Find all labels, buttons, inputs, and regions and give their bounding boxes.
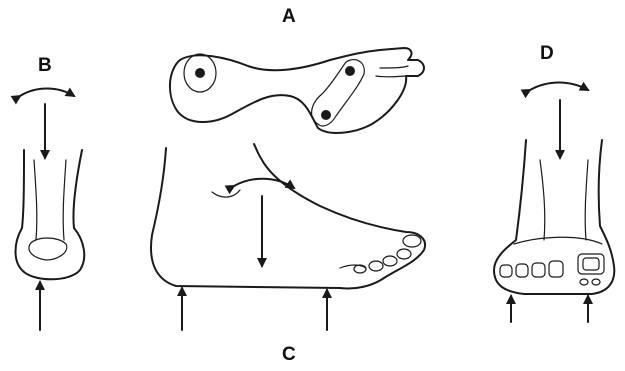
footprint-outline-view-a [170, 48, 424, 133]
label-b: B [38, 55, 52, 77]
toe-2 [397, 249, 411, 259]
label-d: D [540, 43, 554, 65]
first-metatarsal-contact-dot [345, 66, 355, 76]
heel-contact-dot [195, 68, 205, 78]
toe-3 [383, 256, 397, 266]
metatarsal-head-1 [578, 254, 604, 274]
rotation-arrow-b [20, 89, 74, 97]
toe-1 [403, 235, 421, 247]
label-a: A [282, 6, 296, 28]
front-view-d [494, 83, 614, 323]
sesamoid-medial [592, 279, 600, 285]
metatarsal-head-1-inner [583, 258, 599, 270]
metatarsal-head-5 [500, 265, 512, 277]
rear-view-b [16, 89, 85, 331]
label-c: C [282, 344, 296, 366]
toe-5 [354, 265, 366, 273]
toe-4 [369, 261, 383, 271]
sesamoid-lateral [580, 279, 588, 285]
side-view-c [151, 144, 425, 330]
metatarsal-head-3 [532, 263, 545, 277]
forefoot-contact-ring [312, 60, 365, 126]
metatarsal-head-4 [516, 264, 528, 277]
rotation-arrow-c [234, 179, 294, 188]
fifth-metatarsal-contact-dot [321, 110, 331, 120]
rotation-arrow-d [530, 83, 588, 91]
metatarsal-head-2 [549, 261, 563, 277]
